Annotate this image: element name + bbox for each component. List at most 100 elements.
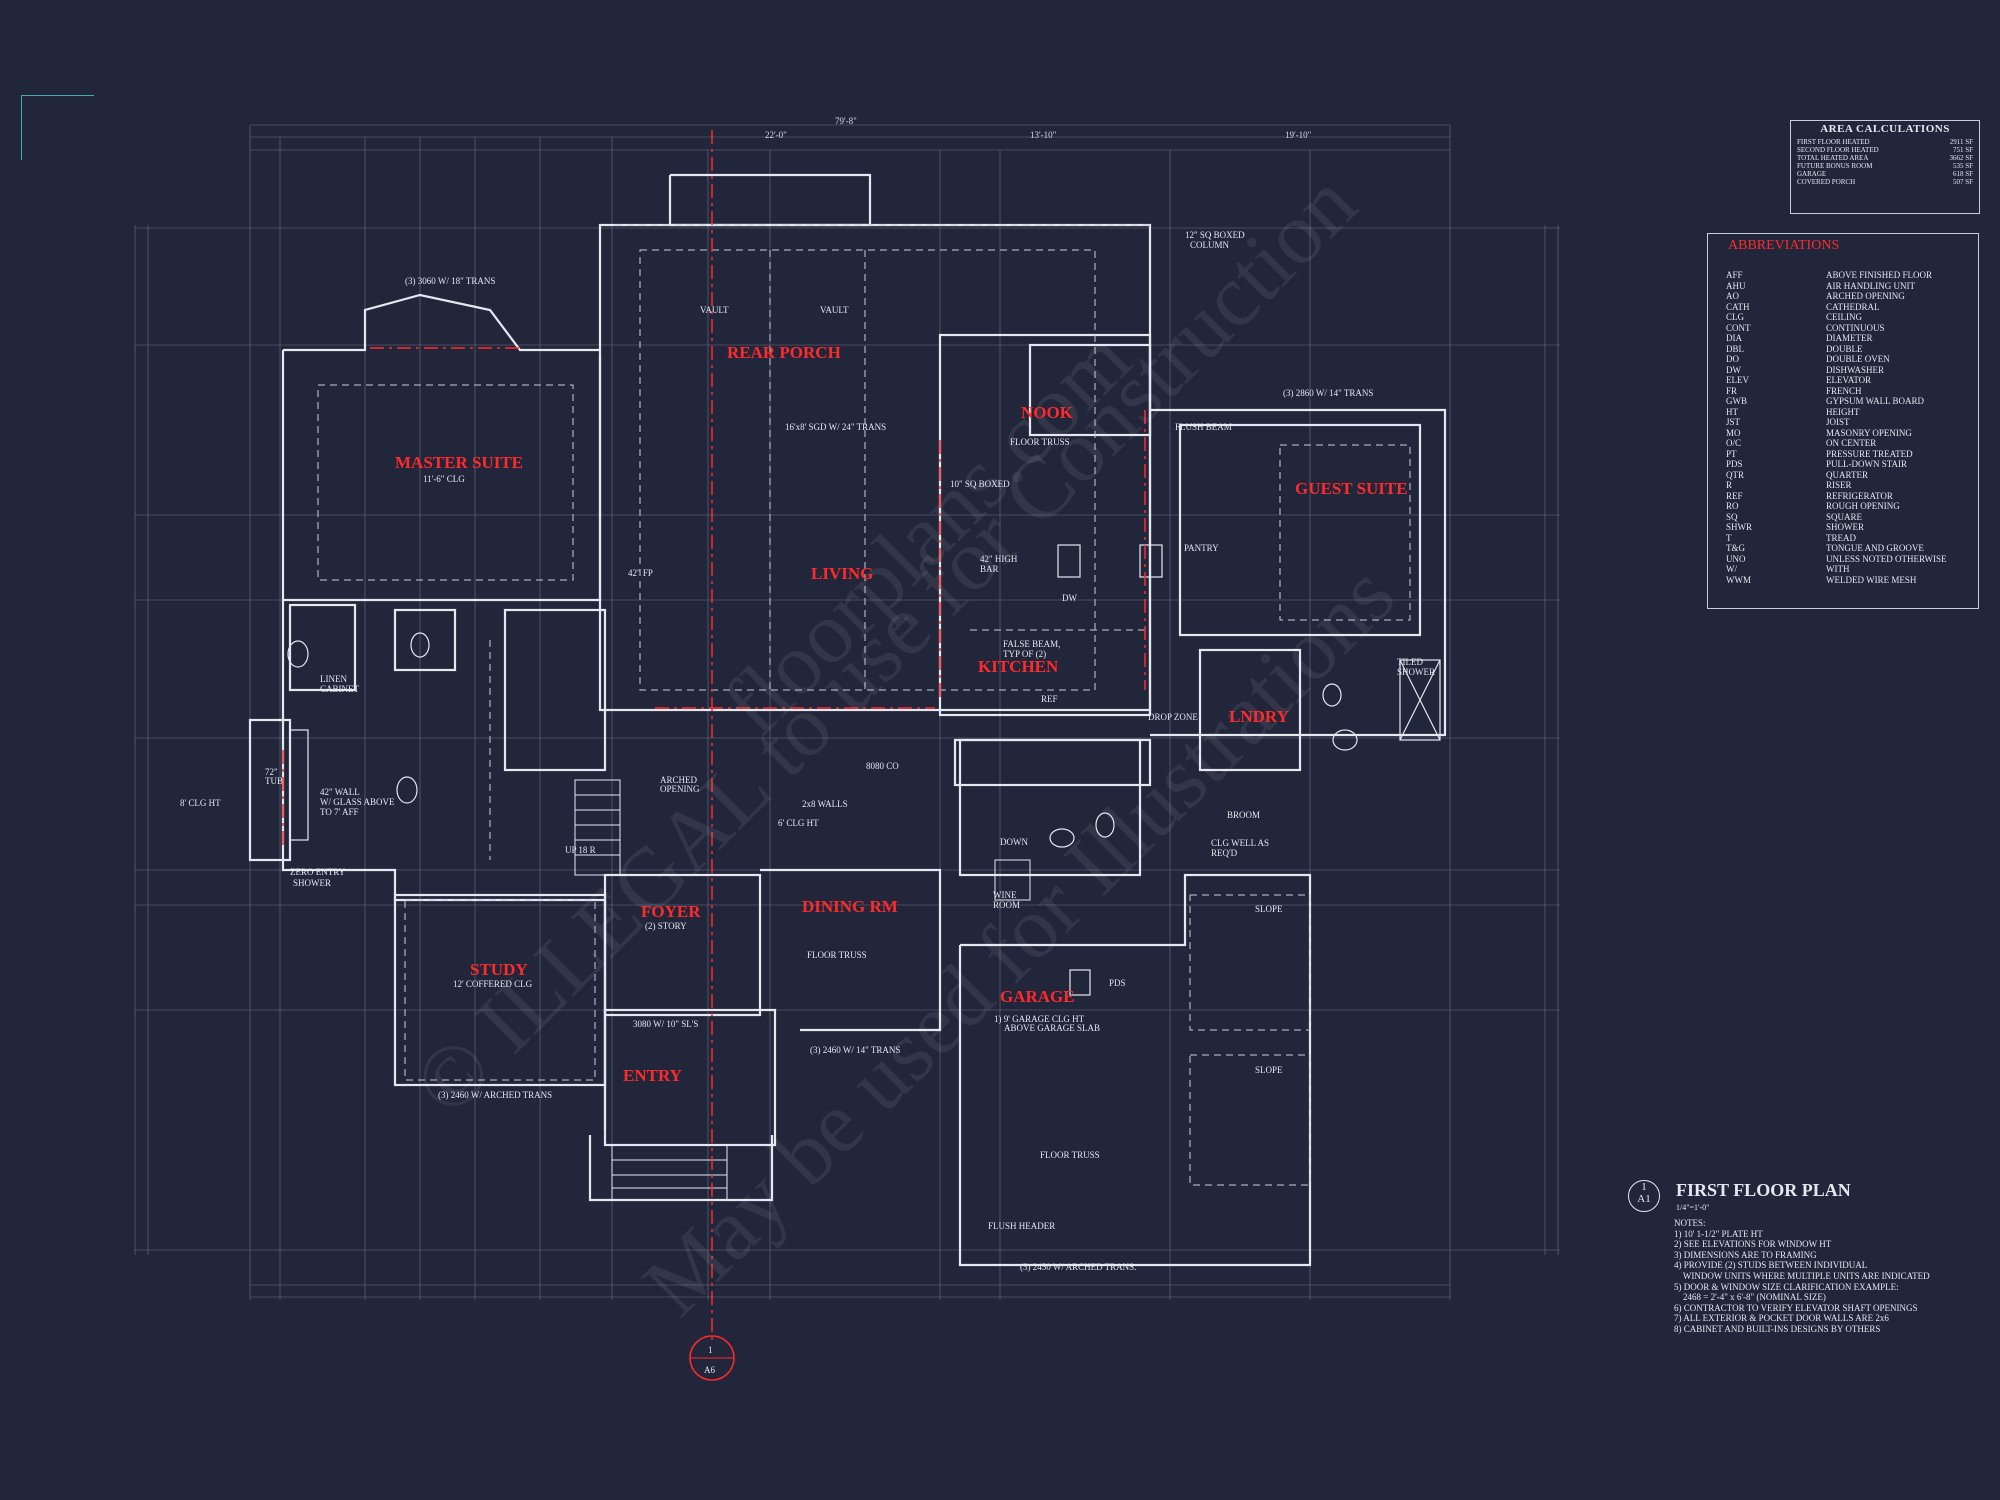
abbreviation-code: GWB	[1726, 396, 1747, 406]
abbreviation-row: REF REFRIGERATOR	[1708, 491, 1978, 502]
section-marker: 1 A6	[689, 1335, 735, 1381]
room-label-entry: ENTRY	[623, 1066, 682, 1085]
abbreviation-meaning: ABOVE FINISHED FLOOR	[1826, 270, 1933, 280]
abbreviation-meaning: SHOWER	[1826, 522, 1864, 532]
room-label-rear-porch: REAR PORCH	[727, 343, 841, 362]
note-floor-truss-garage: FLOOR TRUSS	[1040, 1150, 1100, 1160]
note-guest-trans: (3) 2860 W/ 14" TRANS	[1283, 388, 1373, 398]
abbreviation-meaning: PRESSURE TREATED	[1826, 448, 1913, 459]
abbreviation-code: SHWR	[1726, 522, 1753, 532]
garage-slab-note: ABOVE GARAGE SLAB	[1004, 1023, 1100, 1033]
general-note-line: 2468 = 2'-4" x 6'-8" (NOMINAL SIZE)	[1674, 1292, 1826, 1303]
stairs	[574, 779, 1031, 1201]
note-pantry: PANTRY	[1184, 543, 1219, 553]
note-garage-trans: (3) 2450 W/ ARCHED TRANS.	[1020, 1262, 1136, 1272]
note-floor-truss-nook: FLOOR TRUSS	[1010, 437, 1070, 447]
watermark-site: floorplans.com	[706, 311, 1150, 755]
area-label: GARAGE	[1797, 170, 1827, 178]
note-boxed-column: 12" SQ BOXED	[1185, 230, 1245, 240]
room-sub-garage: 1) 9' GARAGE CLG HT	[994, 1014, 1085, 1024]
area-label: FUTURE BONUS ROOM	[1797, 162, 1873, 170]
abbreviation-meaning: TREAD	[1826, 532, 1856, 543]
area-value: 3662 SF	[1949, 154, 1973, 162]
room-label-master-suite: MASTER SUITE	[395, 453, 523, 472]
general-note-line: 7) ALL EXTERIOR & POCKET DOOR WALLS ARE …	[1674, 1313, 1889, 1324]
note-glass-above: W/ GLASS ABOVE	[320, 797, 395, 807]
abbreviation-code: DBL	[1726, 343, 1744, 354]
note-floor-truss-dining: FLOOR TRUSS	[807, 950, 867, 960]
room-sub-study: 12' COFFERED CLG	[453, 979, 533, 989]
abbreviation-meaning: SQUARE	[1826, 511, 1863, 522]
drawing-number: 1	[1641, 1181, 1647, 1193]
abbreviation-meaning: RISER	[1826, 480, 1852, 490]
abbreviation-code: DO	[1726, 354, 1739, 364]
room-label-nook: NOOK	[1021, 403, 1074, 422]
note-broom: BROOM	[1227, 810, 1260, 820]
note-shower: SHOWER	[293, 878, 331, 888]
abbreviation-meaning: ARCHED OPENING	[1826, 291, 1905, 301]
room-label-laundry: LNDRY	[1229, 707, 1289, 726]
abbreviation-code: FR	[1726, 385, 1738, 396]
room-sub-master-suite: 11'-6" CLG	[423, 474, 465, 484]
note-tub: 72"	[265, 767, 278, 777]
abbreviation-code: T	[1726, 532, 1732, 543]
abbreviation-meaning: JOIST	[1826, 417, 1850, 427]
area-value: 507 SF	[1952, 178, 1973, 186]
abbreviation-meaning: WITH	[1826, 564, 1850, 574]
note-arched: ARCHED	[660, 775, 698, 785]
drawing-title: FIRST FLOOR PLAN	[1676, 1180, 1851, 1200]
title-block: 1 A1 FIRST FLOOR PLAN 1/4"=1'-0" NOTES:1…	[1628, 1180, 1968, 1350]
note-slope-1: SLOPE	[1255, 904, 1283, 914]
abbreviation-code: O/C	[1726, 438, 1742, 448]
note-shower-2: SHOWER	[1397, 667, 1435, 677]
abbreviation-code: AHU	[1726, 280, 1746, 291]
abbreviation-row: W/WITH	[1708, 564, 1978, 575]
note-flush-beam: FLUSH BEAM	[1175, 422, 1232, 432]
room-label-living: LIVING	[811, 564, 873, 583]
abbreviation-meaning: UNLESS NOTED OTHERWISE	[1826, 553, 1947, 564]
area-calculations-title: AREA CALCULATIONS	[1820, 123, 1950, 135]
note-reqd: REQ'D	[1211, 848, 1238, 858]
abbreviation-code: CLG	[1726, 312, 1744, 322]
note-wine: WINE	[993, 890, 1017, 900]
note-dw: DW	[1062, 593, 1077, 603]
room-label-kitchen: KITCHEN	[978, 657, 1059, 676]
section-cut-line	[282, 130, 1146, 1340]
note-opening: OPENING	[660, 784, 700, 794]
dim-22: 22'-0"	[765, 130, 787, 140]
note-boxed-column-2: COLUMN	[1190, 240, 1230, 250]
note-flush-header: FLUSH HEADER	[988, 1221, 1055, 1231]
general-note-line: 2) SEE ELEVATIONS FOR WINDOW HT	[1674, 1239, 1832, 1250]
dashed-ceiling-lines	[317, 224, 1411, 1186]
abbreviation-row: SHWR SHOWER	[1708, 522, 1978, 533]
section-marker-number: 1	[708, 1345, 713, 1355]
section-marker-sheet: A6	[704, 1365, 715, 1375]
general-note-line: 3) DIMENSIONS ARE TO FRAMING	[1674, 1249, 1817, 1260]
note-pds: PDS	[1109, 978, 1126, 988]
note-2x8-walls: 2x8 WALLS	[802, 799, 848, 809]
note-fireplace: 42" FP	[628, 568, 653, 578]
abbreviation-code: REF	[1726, 490, 1743, 501]
note-master-trans: (3) 3060 W/ 18" TRANS	[405, 276, 495, 286]
abbreviation-meaning: REFRIGERATOR	[1826, 490, 1893, 501]
abbreviation-meaning: HEIGHT	[1826, 406, 1860, 417]
area-row: GARAGE 618 SF	[1791, 170, 1979, 178]
area-value: 618 SF	[1952, 170, 1973, 178]
abbreviation-code: PT	[1726, 448, 1737, 459]
abbreviation-code: WWM	[1726, 574, 1751, 585]
abbreviation-meaning: PULL-DOWN STAIR	[1826, 459, 1908, 469]
abbreviation-code: DW	[1726, 364, 1741, 375]
